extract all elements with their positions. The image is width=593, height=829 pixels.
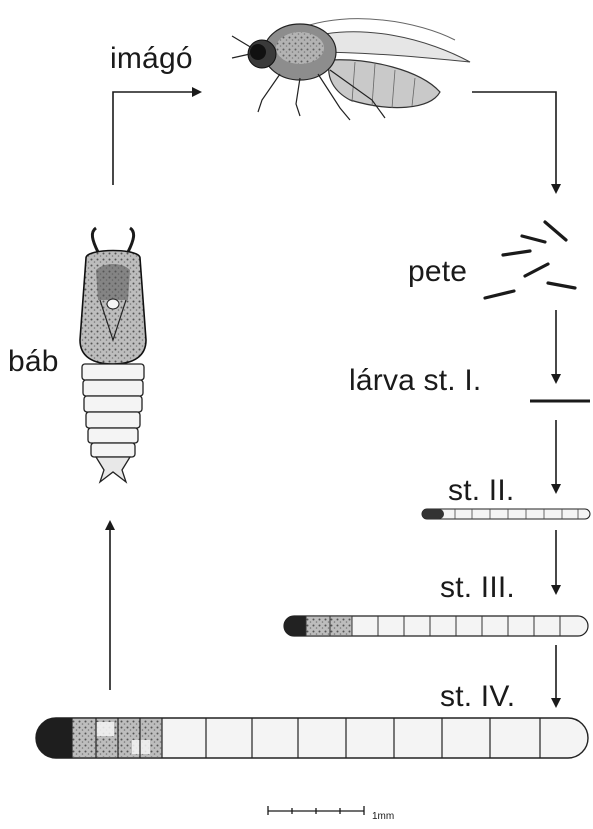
larva-icon [284, 616, 588, 636]
larva-icon [36, 718, 588, 758]
scale-bar [268, 806, 364, 815]
pupa-icon [80, 228, 146, 482]
eggs-icon [485, 222, 575, 298]
larva-icon [422, 509, 590, 519]
arrow-icon [110, 92, 556, 706]
fly-icon [232, 19, 470, 120]
